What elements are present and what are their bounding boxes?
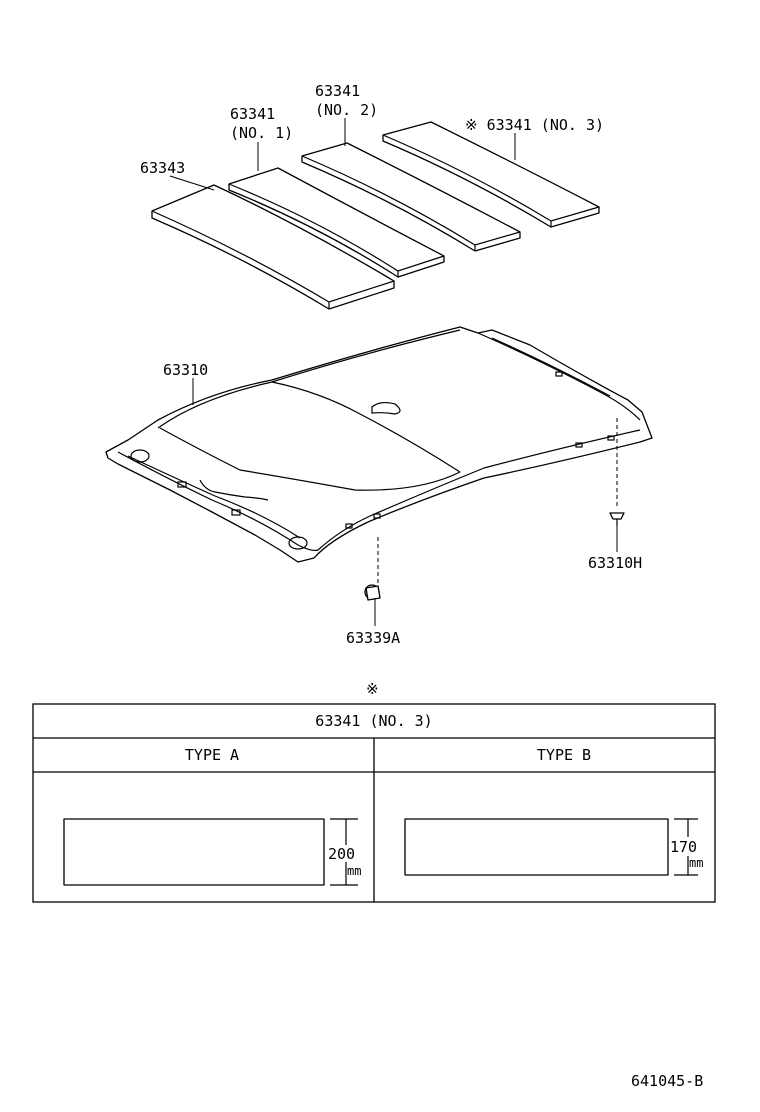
- label-63341-no1-number: 63341: [230, 105, 275, 123]
- label-63310: 63310: [163, 361, 208, 379]
- headlining-63310: [105, 326, 653, 563]
- type-a-pad-outline: [63, 818, 358, 886]
- type-a-dimension: 200: [328, 845, 355, 863]
- clip-63310H: [609, 418, 625, 526]
- table-header-type-a: TYPE A: [185, 746, 239, 764]
- type-b-pad-outline: [404, 818, 698, 876]
- type-a-unit: mm: [347, 864, 361, 878]
- leader-63343: [169, 175, 215, 191]
- label-63339A: 63339A: [346, 629, 400, 647]
- label-63341-no3: ※ 63341 (NO. 3): [465, 116, 604, 134]
- clip-63339A: [364, 537, 381, 601]
- table-header-type-b: TYPE B: [537, 746, 591, 764]
- table-mark: ※: [366, 680, 379, 698]
- label-63341-no1-sub: (NO. 1): [230, 124, 293, 142]
- type-b-dimension: 170: [670, 838, 697, 856]
- label-63341-no2-number: 63341: [315, 82, 360, 100]
- type-b-unit: mm: [689, 856, 703, 870]
- table-title: 63341 (NO. 3): [315, 712, 432, 730]
- pad-63341-no3: [382, 121, 600, 228]
- label-63310H: 63310H: [588, 554, 642, 572]
- figure-id: 641045-B: [631, 1072, 703, 1090]
- pad-63341-no2: [301, 142, 521, 252]
- spec-table: [32, 703, 716, 903]
- pad-63343: [151, 184, 395, 310]
- label-63341-no2-sub: (NO. 2): [315, 101, 378, 119]
- label-63343: 63343: [140, 159, 185, 177]
- pad-63341-no1: [228, 167, 445, 278]
